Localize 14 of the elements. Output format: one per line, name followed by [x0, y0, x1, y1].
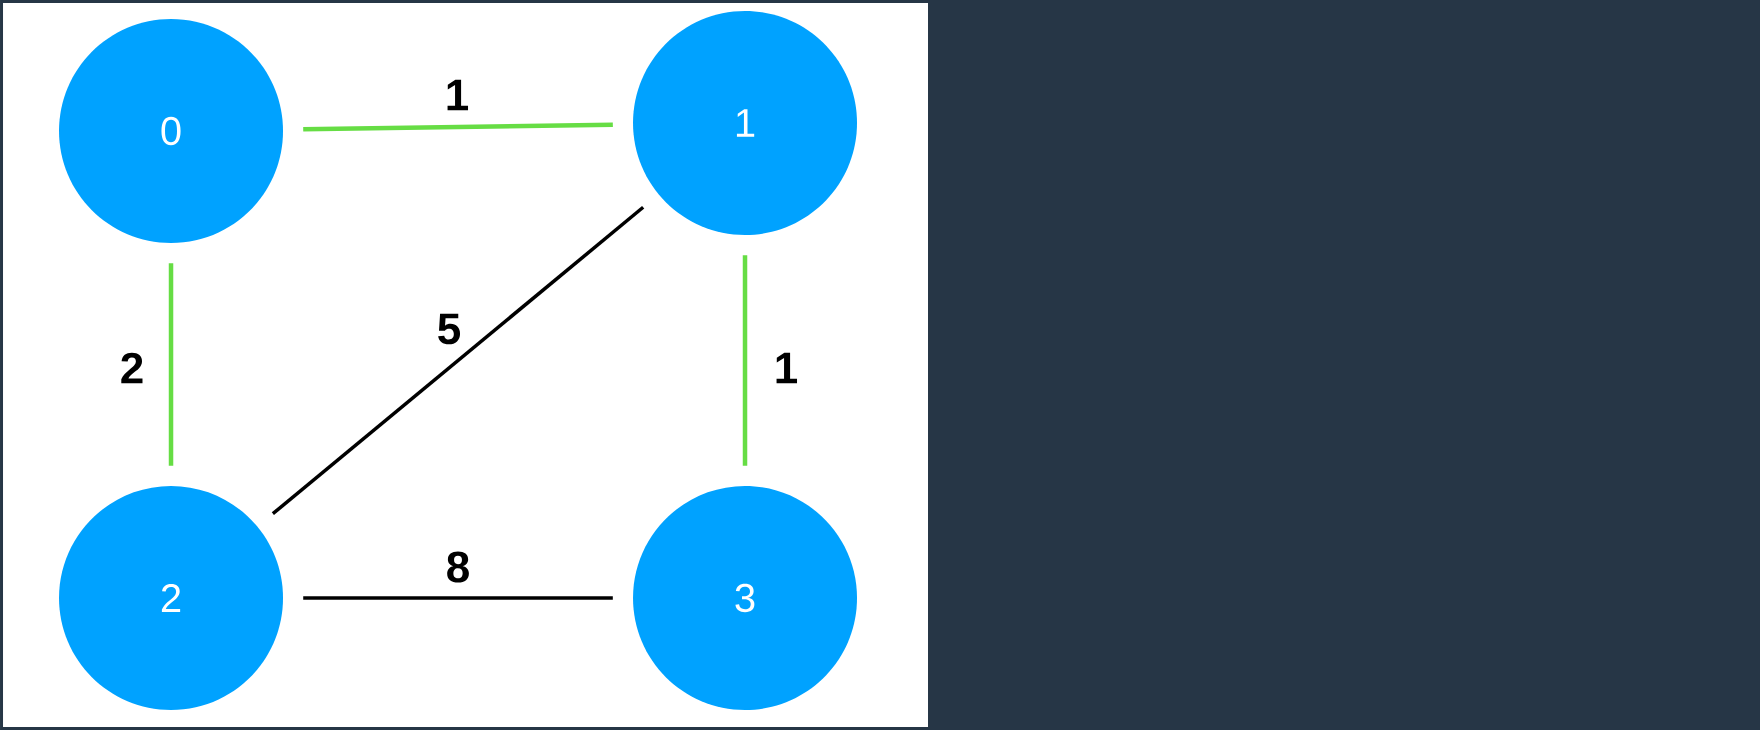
edge-line	[271, 205, 645, 516]
edge-label: 5	[438, 313, 460, 345]
graph-node: 0	[59, 19, 283, 243]
graph-node: 2	[59, 486, 283, 710]
edge-line	[742, 255, 748, 466]
edge-label: 2	[121, 352, 143, 384]
edge-line	[303, 596, 613, 600]
graph-node: 1	[633, 11, 857, 235]
edge-label: 8	[447, 551, 469, 583]
edge-line	[168, 263, 174, 466]
edge-line	[303, 122, 613, 132]
edge-label: 1	[776, 352, 797, 384]
edge-label: 1	[447, 79, 468, 111]
graph-node: 3	[633, 486, 857, 710]
